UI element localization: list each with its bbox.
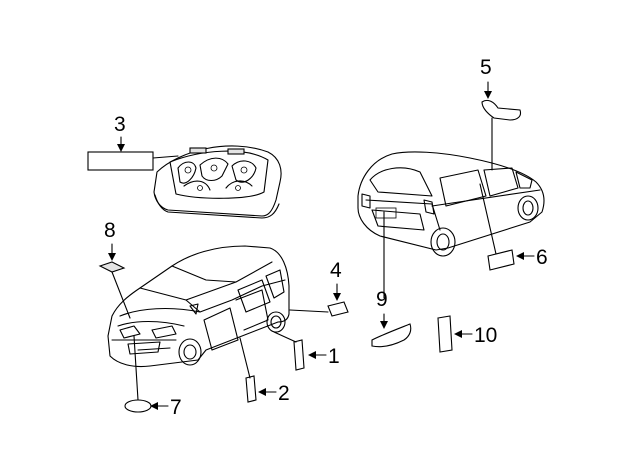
rear-car bbox=[357, 151, 545, 257]
hood-panel bbox=[153, 145, 282, 219]
callout-7: 7 bbox=[170, 396, 182, 419]
part-1-label bbox=[293, 339, 305, 371]
callout-2: 2 bbox=[278, 382, 290, 405]
callout-8: 8 bbox=[104, 219, 116, 242]
part-3-label bbox=[87, 151, 154, 171]
part-8-label bbox=[98, 261, 126, 273]
part-4-label bbox=[327, 301, 349, 317]
callout-1: 1 bbox=[328, 345, 340, 368]
front-car bbox=[107, 245, 290, 368]
part-6-label bbox=[487, 249, 515, 271]
callout-4: 4 bbox=[330, 259, 342, 282]
callout-3: 3 bbox=[114, 113, 126, 136]
part-2-label bbox=[245, 375, 257, 403]
part-9-label bbox=[371, 323, 412, 348]
callout-9: 9 bbox=[376, 288, 388, 311]
callout-10: 10 bbox=[474, 324, 497, 347]
callout-6: 6 bbox=[536, 246, 548, 269]
part-5-label bbox=[481, 99, 522, 121]
part-10-label bbox=[437, 315, 453, 353]
callout-5: 5 bbox=[480, 56, 492, 79]
part-7-label bbox=[124, 399, 152, 413]
